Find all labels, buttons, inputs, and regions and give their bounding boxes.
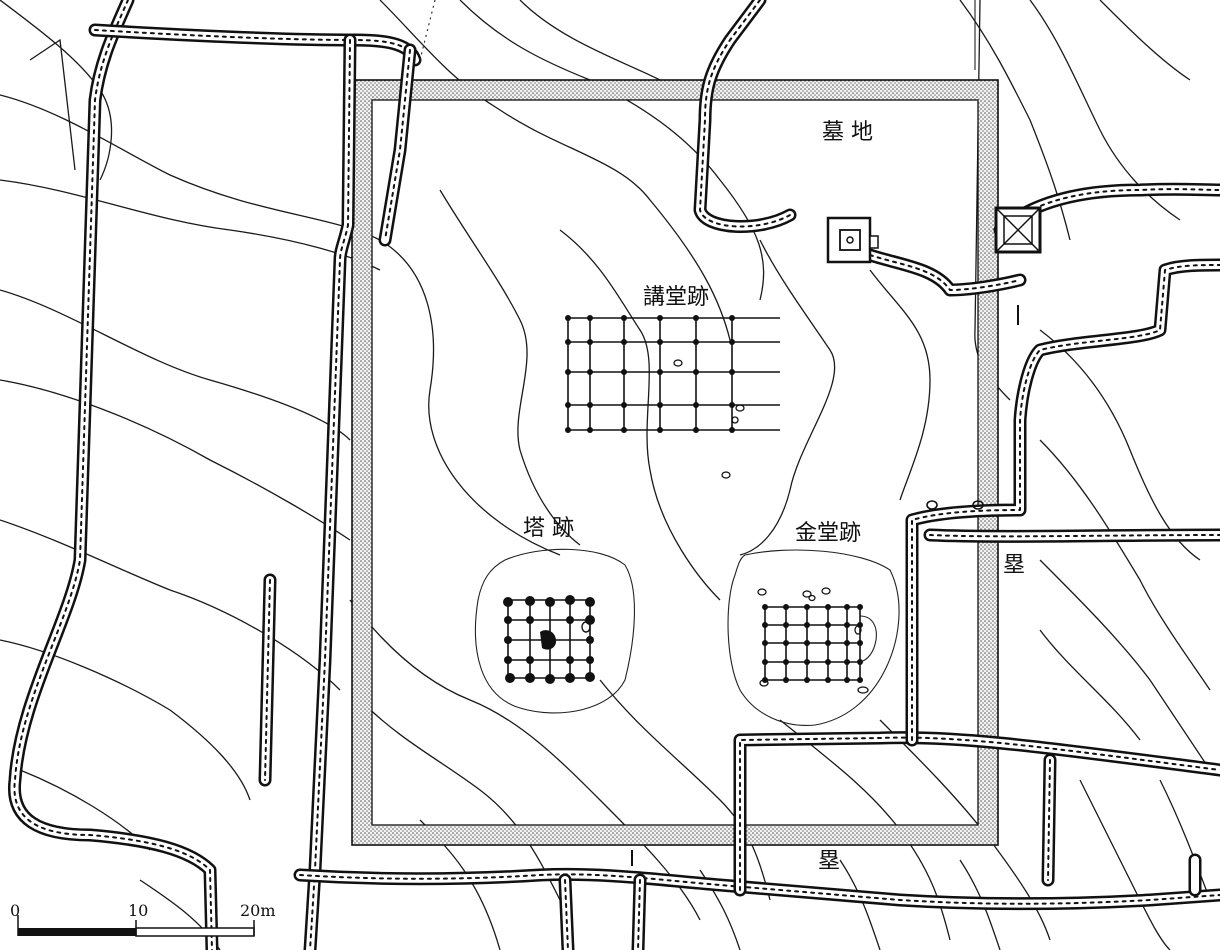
burial-ground-label: 墓 地 [822,120,873,145]
temple-enclosure [351,79,999,846]
scale-tick-0: 0 [10,901,20,920]
lecture-hall-label: 講堂跡 [643,285,709,310]
paths [7,0,1220,950]
earthwork-south-label: 塁 [818,849,840,874]
earthwork-east-label: 塁 [1003,553,1025,578]
scale-tick-10: 10 [128,901,148,920]
tomb-icon [826,216,879,264]
pagoda-site [475,548,636,714]
golden-hall-label: 金堂跡 [795,521,861,546]
pagoda-site-label: 塔 跡 [523,516,574,541]
golden-hall-site [727,549,900,726]
scale-tick-20: 20m [240,901,276,920]
scale-bar: 0 10 20m [10,901,276,937]
east-markers [631,305,1019,866]
monument-icon [994,206,1042,254]
lecture-hall-grid [565,315,780,479]
